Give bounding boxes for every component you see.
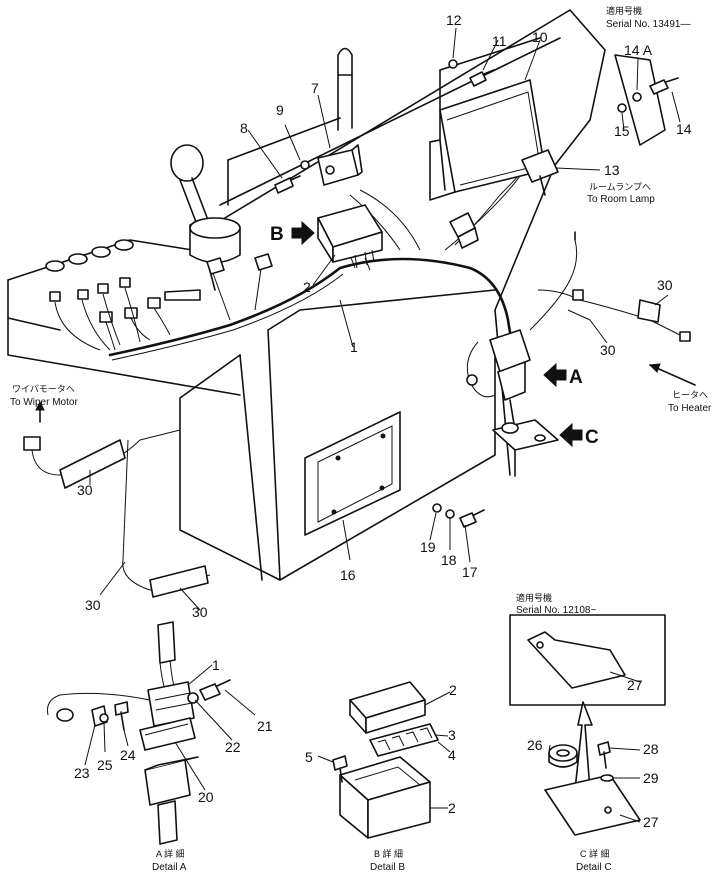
view-label-a: A	[569, 367, 583, 388]
serial-note-top: Serial No. 13491—	[606, 19, 691, 30]
label-part-27-bottom: 27	[643, 814, 659, 830]
label-part-30-wiper: 30	[77, 482, 93, 498]
label-part-29: 29	[643, 770, 659, 786]
detail-c-drawing	[544, 701, 641, 836]
relay-13	[521, 149, 559, 196]
label-part-21: 21	[257, 718, 273, 734]
wiper-note-jp: ワイパモータへ	[12, 384, 75, 394]
label-part-30-right: 30	[600, 342, 616, 358]
label-part-16: 16	[340, 567, 356, 583]
label-part-2-detail-b-bottom: 2	[448, 800, 456, 816]
label-part-22: 22	[225, 739, 241, 755]
view-arrow-a	[543, 362, 567, 388]
washer-12	[448, 59, 458, 69]
control-lever-drawing	[45, 144, 241, 323]
label-part-2-detail-b-top: 2	[449, 682, 457, 698]
detail-a-caption: Detail A	[152, 862, 187, 873]
relay-7	[317, 144, 363, 186]
label-part-12: 12	[446, 12, 462, 28]
heater-note: To Heater	[668, 403, 712, 414]
label-part-23: 23	[74, 765, 90, 781]
detail-b-caption-jp: B 詳 細	[374, 848, 403, 859]
switch-knob-row	[45, 239, 134, 272]
label-part-26: 26	[527, 737, 543, 753]
label-part-11: 11	[492, 33, 507, 49]
fuse-box-2	[317, 204, 383, 269]
serial-note-mid: Serial No. 12108~	[516, 605, 596, 616]
label-part-4: 4	[448, 747, 456, 763]
label-part-24: 24	[120, 747, 136, 763]
washer-19	[432, 503, 442, 513]
notes: 適用号機 Serial No. 13491— ルームランプへ To Room L…	[10, 5, 712, 616]
detail-a-drawing	[47, 621, 231, 845]
harness-connector	[449, 212, 479, 249]
view-label-b: B	[270, 224, 284, 245]
label-part-9: 9	[276, 102, 284, 118]
washer-9	[300, 160, 310, 170]
wiper-motor-harness	[23, 429, 211, 598]
label-part-18: 18	[441, 552, 457, 568]
label-part-1-main: 1	[350, 339, 358, 355]
view-arrow-c	[559, 422, 583, 448]
view-arrow-b	[291, 220, 315, 246]
label-part-19: 19	[420, 539, 436, 555]
label-part-13: 13	[604, 162, 620, 178]
detail-c-plate-27-top	[509, 614, 666, 706]
detail-captions: A 詳 細 Detail A B 詳 細 Detail B C 詳 細 Deta…	[152, 848, 612, 873]
serial-note-top-jp: 適用号機	[606, 5, 642, 16]
label-part-7: 7	[311, 80, 319, 96]
detail-b-caption: Detail B	[370, 862, 405, 873]
washer-18	[445, 509, 455, 519]
label-part-15: 15	[614, 123, 630, 139]
label-part-14: 14	[676, 121, 692, 137]
label-part-28: 28	[643, 741, 659, 757]
view-label-c: C	[585, 427, 599, 448]
label-part-2-main: 2	[303, 279, 311, 295]
detail-b-drawing	[332, 681, 439, 839]
bolt-8	[274, 175, 301, 194]
label-part-1-detail-a: 1	[212, 657, 220, 673]
label-part-3: 3	[448, 727, 456, 743]
room-lamp-note-jp: ルームランプへ	[589, 182, 651, 192]
label-part-30-bottom: 30	[192, 604, 208, 620]
label-part-20: 20	[198, 789, 214, 805]
label-part-17: 17	[462, 564, 478, 580]
bolt-11	[469, 69, 495, 87]
part-labels: 12 11 10 7 9 8 13 14 A 14 15 2 1 16 19 1…	[74, 12, 692, 830]
wiper-note: To Wiper Motor	[10, 397, 78, 408]
room-lamp-note: To Room Lamp	[587, 194, 655, 205]
bracket-c-drawing	[492, 419, 559, 451]
heater-note-jp: ヒータへ	[672, 390, 708, 400]
cab-panel-drawing	[7, 9, 606, 581]
label-part-14a: 14 A	[624, 42, 653, 58]
harness-connector-b	[206, 253, 273, 275]
detail-c-caption-jp: C 詳 細	[580, 848, 610, 859]
leader-lines	[84, 27, 681, 823]
bolt-17	[459, 509, 485, 528]
harness-wiring	[54, 149, 691, 477]
detail-a-caption-jp: A 詳 細	[156, 848, 185, 859]
serial-note-mid-jp: 適用号機	[516, 592, 552, 603]
label-part-27-top: 27	[627, 677, 643, 693]
label-part-8: 8	[240, 120, 248, 136]
label-part-30-lower: 30	[85, 597, 101, 613]
detail-c-caption: Detail C	[576, 862, 612, 873]
label-part-10: 10	[532, 29, 548, 45]
label-part-5: 5	[305, 749, 313, 765]
controller-unit-10	[429, 37, 546, 201]
label-part-30-heater: 30	[657, 277, 673, 293]
label-part-25: 25	[97, 757, 113, 773]
